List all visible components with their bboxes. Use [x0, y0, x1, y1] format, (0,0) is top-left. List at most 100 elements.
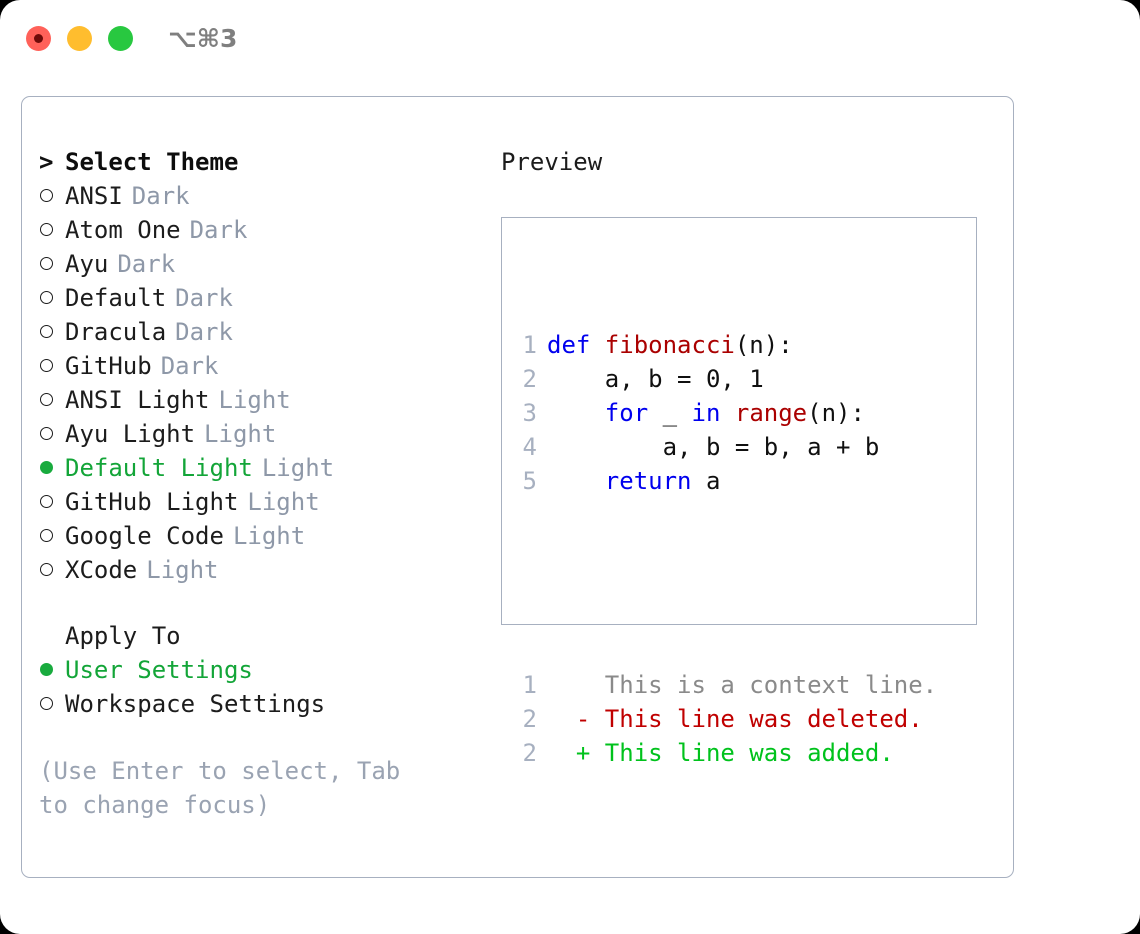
theme-list-item[interactable]: Atom One Dark [39, 216, 479, 250]
apply-to-label: Apply To [65, 622, 181, 650]
theme-name: XCode [65, 556, 138, 584]
code-text: a, b = b, a + b [547, 430, 880, 464]
line-number: 4 [522, 433, 537, 461]
code-token: for [604, 399, 649, 427]
radio-dot [40, 325, 53, 338]
code-token [547, 467, 605, 495]
code-token: in [691, 399, 721, 427]
code-token [720, 399, 734, 427]
radio-dot [40, 393, 53, 406]
code-line: 1 def fibonacci(n): [513, 328, 976, 362]
code-line: 4 a, b = b, a + b [513, 430, 976, 464]
code-line: 5 return a [513, 464, 976, 498]
line-number: 2 [522, 365, 537, 393]
preview-title: Preview [501, 148, 603, 176]
code-token [547, 399, 605, 427]
theme-variant-tag: Light [204, 420, 277, 448]
keyboard-hint: (Use Enter to select, Tab to change focu… [39, 757, 415, 819]
radio-dot [40, 223, 53, 236]
radio-dot [40, 495, 53, 508]
diff-text: + This line was added. [547, 739, 894, 767]
theme-list-item[interactable]: XCode Light [39, 556, 479, 590]
radio-dot [40, 663, 53, 676]
traffic-light-buttons [26, 26, 133, 51]
radio-dot [40, 563, 53, 576]
theme-variant-tag: Dark [189, 216, 248, 244]
radio-dot [40, 427, 53, 440]
minimize-button[interactable] [67, 26, 92, 51]
theme-name: Atom One [65, 216, 181, 244]
code-diff-spacer [513, 566, 976, 600]
theme-variant-tag: Dark [175, 318, 233, 346]
code-text: a, b = 0, 1 [547, 362, 764, 396]
section-spacer [39, 590, 479, 622]
code-text: def fibonacci(n): [547, 328, 793, 362]
theme-variant-tag: Light [218, 386, 291, 414]
code-line: 2 a, b = 0, 1 [513, 362, 976, 396]
theme-name: GitHub [65, 352, 152, 380]
code-token: range [734, 399, 808, 427]
diff-text: This is a context line. [547, 671, 938, 699]
code-text: for _ in range(n): [547, 396, 865, 430]
code-token: a, b = 0, 1 [547, 365, 764, 393]
diff-line: 2 + This line was added. [513, 736, 976, 770]
radio-dot [40, 359, 53, 372]
page-title: Select Theme [65, 148, 239, 176]
apply-to-header: Apply To [39, 622, 479, 656]
radio-dot [40, 189, 53, 202]
code-token: a [691, 467, 721, 495]
theme-name: ANSI [65, 182, 123, 210]
recording-indicator-icon [34, 34, 43, 43]
line-number: 2 [522, 705, 537, 733]
line-number: 5 [522, 467, 537, 495]
caret-icon: > [39, 148, 54, 176]
radio-dot [40, 529, 53, 542]
select-theme-header: > Select Theme [39, 148, 479, 182]
theme-name: Google Code [65, 522, 224, 550]
radio-dot [40, 697, 53, 710]
line-number: 3 [522, 399, 537, 427]
line-number: 2 [522, 739, 537, 767]
theme-variant-tag: Dark [117, 250, 176, 278]
radio-dot [40, 257, 53, 270]
radio-dot [40, 291, 53, 304]
theme-variant-tag: Dark [131, 182, 190, 210]
theme-list-item[interactable]: Google Code Light [39, 522, 479, 556]
theme-variant-tag: Light [261, 454, 335, 482]
theme-variant-tag: Light [232, 522, 306, 550]
code-line: 3 for _ in range(n): [513, 396, 976, 430]
code-token: fibonacci [604, 331, 735, 359]
maximize-button[interactable] [108, 26, 133, 51]
theme-name: Ayu [65, 250, 109, 278]
apply-to-item[interactable]: Workspace Settings [39, 690, 479, 724]
theme-list-item[interactable]: Ayu Dark [39, 250, 479, 284]
title-bar: ⌥⌘3 [0, 0, 1140, 78]
code-token: (n): [807, 399, 865, 427]
keyboard-shortcut-label: ⌥⌘3 [168, 24, 238, 53]
theme-name: GitHub Light [65, 488, 239, 516]
code-token: def [547, 331, 605, 359]
code-text: return a [547, 464, 721, 498]
theme-name: Default [65, 284, 167, 312]
diff-line: 1 This is a context line. [513, 668, 976, 702]
theme-variant-tag: Light [146, 556, 219, 584]
theme-list-item[interactable]: GitHub Dark [39, 352, 479, 386]
apply-to-item[interactable]: User Settings [39, 656, 479, 690]
theme-variant-tag: Dark [160, 352, 219, 380]
code-token: return [604, 467, 692, 495]
theme-list-item[interactable]: ANSI Dark [39, 182, 479, 216]
line-number: 1 [522, 331, 537, 359]
close-button[interactable] [26, 26, 51, 51]
